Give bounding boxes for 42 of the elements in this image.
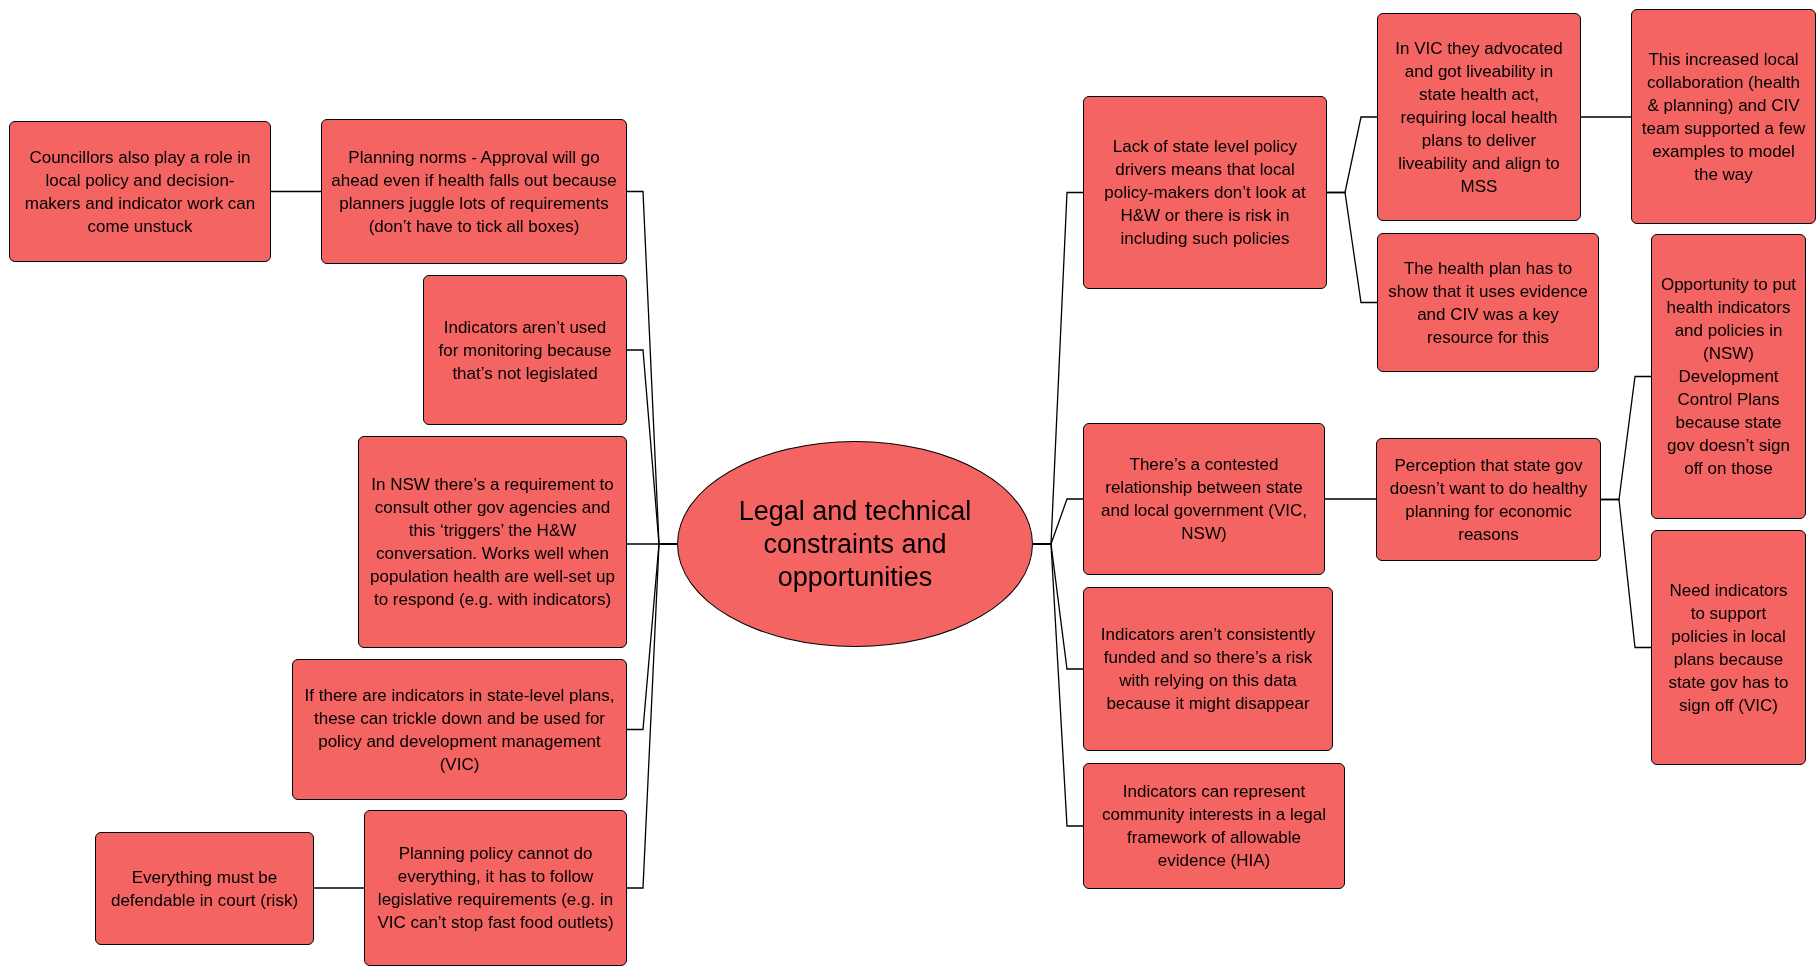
node-text: Perception that state gov doesn’t want to do healthy planning for economic reasons bbox=[1388, 454, 1589, 546]
idea-box bbox=[1083, 423, 1325, 575]
connector-line bbox=[1600, 498, 1652, 649]
idea-box bbox=[1651, 234, 1806, 519]
node-text: Councillors also play a role in local policy and decision-makers and indicator work can come unstuck bbox=[23, 146, 257, 238]
idea-box bbox=[358, 436, 627, 648]
idea-box bbox=[1377, 13, 1581, 221]
node-text: Need indicators to support policies in local plans because state gov has to sign off (VIC) bbox=[1667, 579, 1790, 717]
node-text: Indicators aren’t consistently funded and so there’s a risk with relying on this data because it might disappear bbox=[1099, 624, 1317, 715]
node-text: Legal and technical constraints and opportunities bbox=[737, 494, 973, 594]
idea-box bbox=[1376, 438, 1601, 561]
connector-line bbox=[313, 887, 365, 889]
idea-box bbox=[1651, 530, 1806, 765]
node-text: Lack of state level policy drivers means that local policy-makers don’t look at H&W or there is risk in including such policies bbox=[1103, 136, 1307, 250]
node-text: The health plan has to show that it uses evidence and CIV was a key resource for this bbox=[1387, 257, 1589, 349]
node-text: There’s a contested relationship between state and local government (VIC, NSW) bbox=[1100, 454, 1308, 545]
idea-box bbox=[1631, 9, 1816, 224]
idea-box bbox=[1083, 587, 1333, 751]
connector-line bbox=[270, 190, 322, 193]
idea-box bbox=[364, 810, 627, 966]
node-text: In NSW there’s a requirement to consult other gov agencies and this ‘triggers’ the H&W conversation. Works well when population health are well-set up to respond (e.g. with indicators) bbox=[369, 474, 616, 611]
node-text: Planning policy cannot do everything, it has to follow legislative requirements (e.g. in VIC can’t stop fast food outlets) bbox=[376, 843, 615, 934]
node-text: If there are indicators in state-level plans, these can trickle down and be used for policy and development management (VIC) bbox=[303, 684, 616, 776]
idea-box bbox=[321, 119, 627, 264]
connector-line bbox=[1326, 191, 1378, 304]
node-text: Indicators aren’t used for monitoring because that’s not legislated bbox=[437, 316, 613, 385]
node-text: Opportunity to put health indicators and policies in (NSW) Development Control Plans because state gov doesn’t sign off on those bbox=[1660, 274, 1797, 480]
idea-box bbox=[1377, 233, 1599, 372]
idea-box bbox=[1083, 763, 1345, 889]
node-text: In VIC they advocated and got liveability in state health act, requiring local health plans to deliver liveability and align to MSS bbox=[1394, 37, 1564, 198]
idea-box bbox=[95, 832, 314, 945]
connector-line bbox=[1580, 116, 1632, 118]
node-text: Indicators can represent community interests in a legal framework of allowable evidence (HIA) bbox=[1101, 781, 1327, 872]
idea-box bbox=[423, 275, 627, 425]
idea-box bbox=[292, 659, 627, 800]
node-text: Planning norms - Approval will go ahead even if health falls out because planners juggle lots of requirements (don’t have to tick all boxes) bbox=[330, 146, 618, 238]
connector-line bbox=[1324, 498, 1377, 500]
idea-box bbox=[1083, 96, 1327, 289]
node-text: This increased local collaboration (health & planning) and CIV team supported a few examples to model the way bbox=[1640, 48, 1807, 186]
node-text: Everything must be defendable in court (risk) bbox=[109, 866, 300, 912]
idea-box bbox=[9, 121, 271, 262]
connector-line bbox=[1032, 543, 1084, 827]
